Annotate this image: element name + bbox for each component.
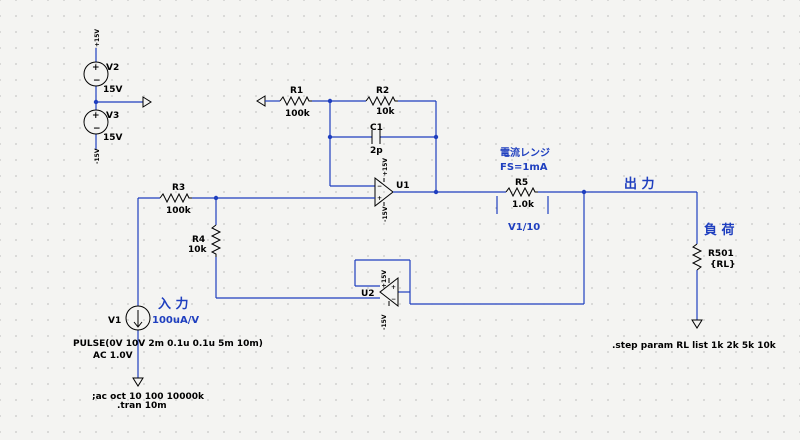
v1-pulse: PULSE(0V 10V 2m 0.1u 0.1u 5m 10m): [73, 339, 263, 349]
r2-name: R2: [376, 86, 389, 96]
svg-text:−: −: [391, 296, 396, 303]
ac-directive[interactable]: ;ac oct 10 100 10000k: [92, 392, 205, 402]
junction-dot: [327, 98, 333, 104]
r501-name: R501: [708, 249, 734, 259]
resistor-r501[interactable]: [691, 243, 703, 271]
junction-dot: [93, 99, 99, 105]
v1-ac: AC 1.0V: [93, 351, 133, 361]
input-label: 入 力: [158, 296, 189, 312]
input-wires: [137, 197, 380, 378]
opamp-u1[interactable]: − +: [374, 176, 394, 208]
r4-name: R4: [192, 235, 205, 245]
voltage-ratio-label: V1/10: [508, 222, 540, 233]
tran-directive[interactable]: .tran 10m: [117, 401, 167, 411]
current-source-v1[interactable]: [125, 305, 151, 331]
r2-value: 10k: [376, 107, 396, 117]
svg-text:+: +: [377, 195, 382, 202]
r5-name: R5: [515, 178, 528, 188]
svg-text:−: −: [93, 76, 101, 86]
output-label: 出 力: [624, 176, 655, 192]
c1-name: C1: [370, 123, 383, 133]
junction-dot: [581, 189, 587, 195]
junction-dot: [213, 195, 219, 201]
r501-value: {RL}: [710, 260, 735, 270]
load-label: 負 荷: [704, 222, 735, 238]
v2-source[interactable]: + −: [83, 61, 109, 87]
ground-symbol-load: [691, 319, 703, 329]
ground-symbol-r1: [256, 95, 266, 107]
r1-name: R1: [290, 86, 303, 96]
step-directive[interactable]: .step param RL list 1k 2k 5k 10k: [612, 341, 777, 351]
v2-node-label: +15V: [94, 29, 101, 47]
output-wires: [436, 191, 698, 320]
resistor-r4[interactable]: [210, 224, 222, 257]
ground-symbol: [142, 96, 152, 108]
v2-value: 15V: [103, 85, 123, 95]
svg-text:+: +: [92, 111, 100, 121]
u2-wires: [354, 259, 584, 305]
resistor-r1[interactable]: [279, 95, 312, 107]
svg-text:+: +: [391, 284, 396, 291]
v3-value: 15V: [103, 133, 123, 143]
junction-dot: [433, 134, 439, 140]
v3-source[interactable]: + −: [83, 109, 109, 135]
r5-value: 1.0k: [512, 200, 535, 210]
u1-vplus-label: +15V: [382, 158, 389, 176]
r4-value: 10k: [188, 245, 208, 255]
v3-node-label: -15V: [94, 148, 101, 164]
svg-text:−: −: [93, 124, 101, 134]
supply-wires: [95, 48, 143, 150]
u2-name: U2: [361, 289, 375, 299]
ground-symbol-v1: [132, 377, 144, 387]
c1-value: 2p: [370, 146, 383, 156]
v3-name: V3: [106, 111, 119, 121]
u1-vminus-label: -15V: [382, 206, 389, 222]
r1-value: 100k: [285, 109, 311, 119]
resistor-r5[interactable]: [505, 186, 538, 198]
r3-name: R3: [172, 183, 185, 193]
current-range-label: 電流レンジ: [500, 146, 550, 159]
v2-name: V2: [106, 63, 119, 73]
opamp-u2[interactable]: + −: [379, 276, 399, 308]
resistor-r2[interactable]: [365, 95, 398, 107]
fs-label: FS=1mA: [500, 162, 548, 173]
u2-vminus-label: -15V: [381, 314, 388, 330]
u1-name: U1: [396, 181, 410, 191]
feedback-wires: [265, 100, 437, 192]
v1-gain: 100uA/V: [152, 315, 199, 326]
capacitor-c1[interactable]: [371, 130, 381, 144]
svg-text:−: −: [377, 183, 382, 190]
resistor-r3[interactable]: [159, 192, 192, 204]
junction-dot: [327, 134, 333, 140]
u2-vplus-label: +15V: [381, 270, 388, 288]
r3-value: 100k: [166, 206, 192, 216]
svg-text:+: +: [92, 63, 100, 73]
v1-name: V1: [108, 316, 121, 326]
